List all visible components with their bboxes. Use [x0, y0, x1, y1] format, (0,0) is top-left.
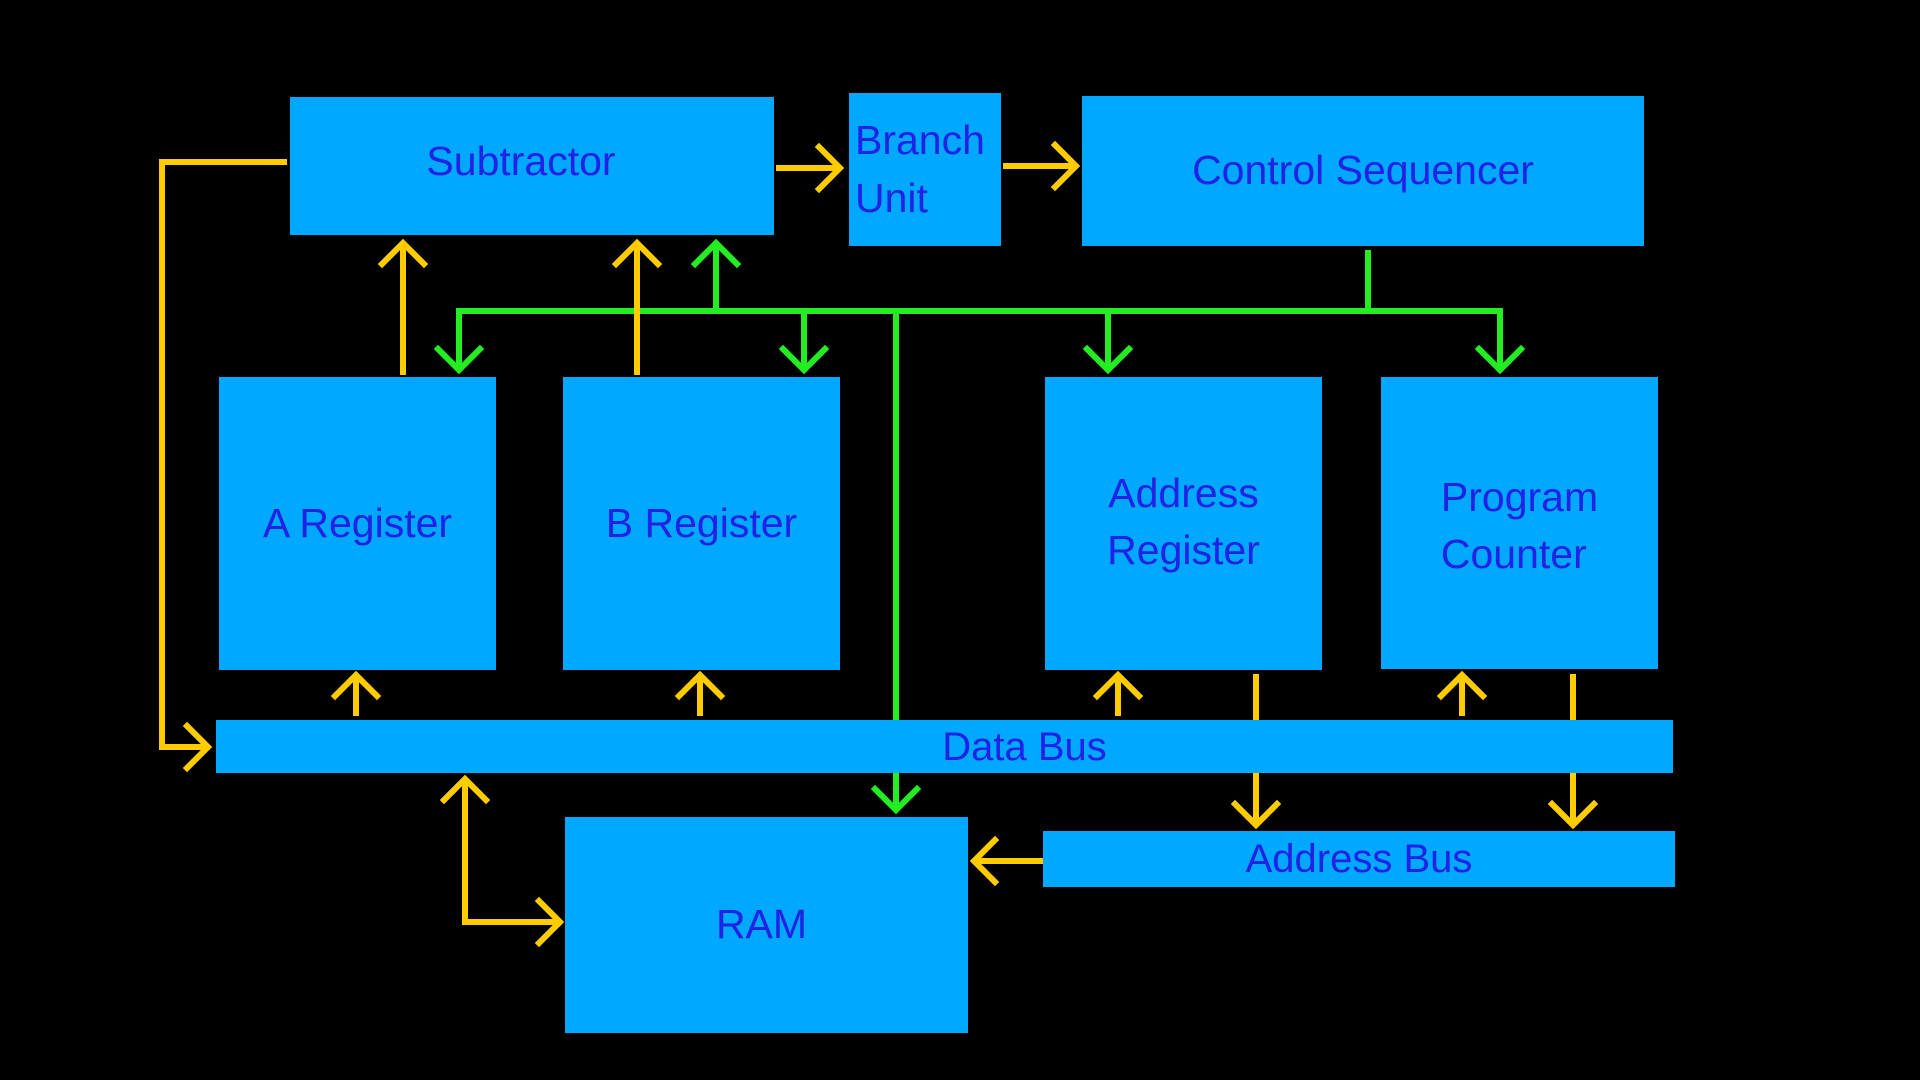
data-arrowhead-program-counter	[1436, 670, 1488, 701]
data-bus-block: Data Bus	[216, 720, 1673, 773]
data-arrowhead-control-sequencer	[1050, 140, 1081, 192]
data-line-subtractor-to-data-bus	[159, 159, 287, 750]
program-counter-label: Program Counter	[1440, 474, 1599, 578]
program-counter-block: Program Counter	[1381, 377, 1658, 669]
b-register-block: B Register	[563, 377, 840, 670]
a-register-block: A Register	[219, 377, 496, 670]
data-bus-label: Data Bus	[942, 724, 1107, 769]
branch-unit-label: Branch Unit	[855, 117, 985, 221]
control-sequencer-block: Control Sequencer	[1082, 96, 1644, 246]
data-arrowhead-ram-right	[969, 835, 1000, 887]
data-arrowhead-address-bus-2	[1547, 799, 1599, 830]
data-arrowhead-branch-unit	[814, 142, 845, 194]
data-arrowhead-address-register	[1092, 670, 1144, 701]
data-arrowhead-address-bus-1	[1230, 799, 1282, 830]
data-arrowhead-a-register	[330, 670, 382, 701]
address-register-label: Address Register	[1107, 470, 1260, 574]
address-bus-label: Address Bus	[1245, 837, 1473, 881]
b-register-label: B Register	[605, 499, 798, 546]
data-arrowhead-subtractor-a	[377, 238, 429, 269]
control-arrowhead-program-counter	[1474, 344, 1526, 375]
subtractor-block: Subtractor	[290, 97, 774, 235]
control-arrowhead-a-register	[433, 344, 485, 375]
subtractor-label: Subtractor	[426, 138, 616, 184]
data-arrowhead-b-register	[674, 670, 726, 701]
data-arrowhead-data-bus-left	[182, 721, 213, 773]
control-arrowhead-b-register	[778, 344, 830, 375]
control-arrowhead-ram	[870, 784, 922, 815]
data-arrowhead-subtractor-b	[611, 238, 663, 269]
data-line-data-bus-ram	[462, 779, 560, 925]
control-sequencer-label: Control Sequencer	[1192, 147, 1534, 194]
address-register-block: Address Register	[1045, 377, 1322, 670]
branch-unit-block: Branch Unit	[849, 93, 1001, 246]
ram-label: RAM	[715, 901, 808, 948]
control-arrowhead-address-register	[1082, 344, 1134, 375]
control-arrowhead-subtractor	[690, 238, 742, 269]
ram-block: RAM	[565, 817, 968, 1033]
data-arrowhead-ram-left	[534, 896, 565, 948]
a-register-label: A Register	[262, 499, 453, 546]
address-bus-block: Address Bus	[1043, 831, 1675, 887]
data-arrowhead-data-bus-bottom	[439, 774, 491, 805]
